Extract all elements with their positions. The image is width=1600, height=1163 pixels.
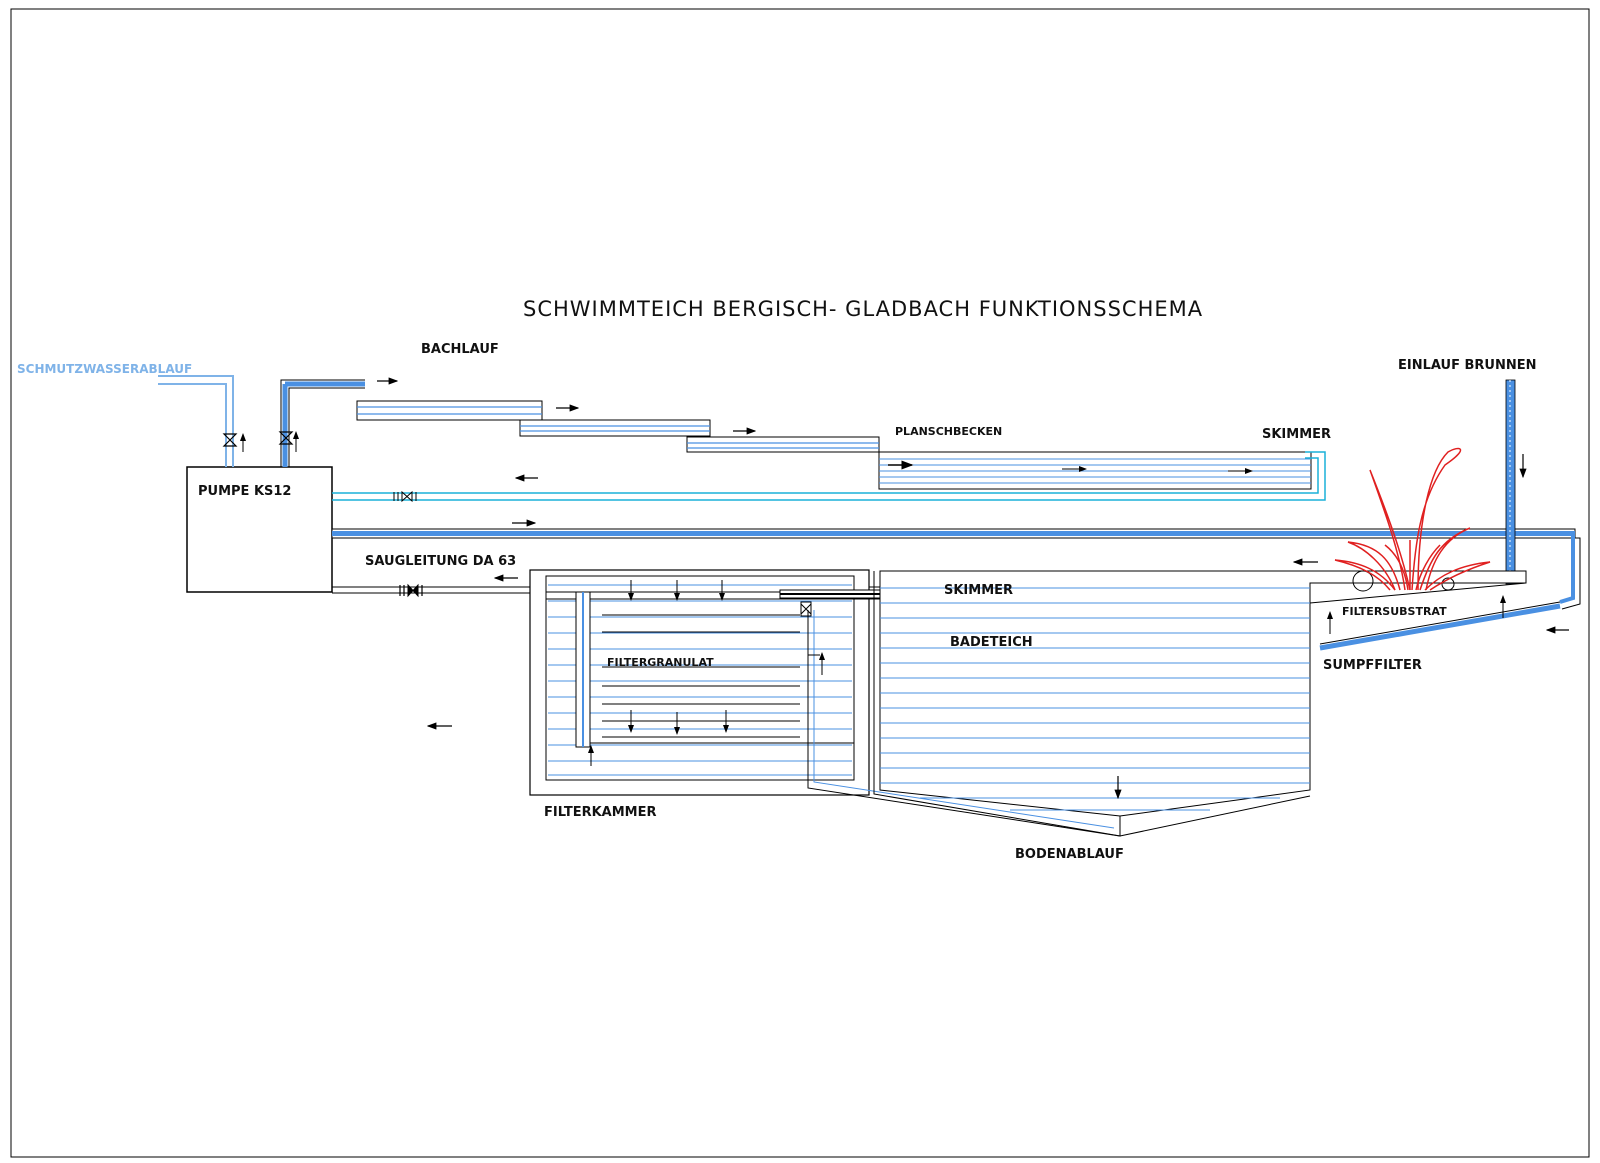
stream-step (356, 400, 543, 421)
valve-icon (278, 431, 299, 452)
stream-step (686, 436, 880, 453)
waste-water-pipe (158, 375, 234, 467)
filter-granulate-label: FILTERGRANULAT (607, 656, 714, 669)
valve-icon (222, 433, 246, 452)
pond-skimmer-label: SKIMMER (944, 583, 1013, 598)
pump-label: PUMPE KS12 (198, 484, 291, 499)
suction-line-label: SAUGLEITUNG DA 63 (365, 554, 516, 569)
marsh-feed-pipe (1561, 537, 1581, 610)
fountain-nozzle (1352, 570, 1374, 592)
filter-granulate-layers (590, 614, 854, 744)
stream-step (519, 419, 711, 437)
stream-label: BACHLAUF (421, 342, 499, 357)
flow-arrow (588, 580, 825, 766)
marsh-filter (1309, 582, 1561, 651)
well-inlet-label: EINLAUF BRUNNEN (1398, 358, 1537, 373)
valve-icon (800, 601, 812, 617)
filter-water-lines (548, 584, 852, 776)
drawing-border (10, 8, 1590, 1158)
filter-chamber-label: FILTERKAMMER (544, 805, 657, 820)
swimming-pond-label: BADETEICH (950, 635, 1033, 650)
pond-water-lines (880, 587, 1310, 811)
filter-substrate-label: FILTERSUBSTRAT (1342, 605, 1447, 618)
marsh-filter-label: SUMPFFILTER (1323, 658, 1422, 673)
skimmer-return-pipe (332, 451, 1326, 501)
paddling-pool-label: PLANSCHBECKEN (895, 425, 1002, 438)
fountain-nozzle (1441, 577, 1455, 591)
valve-icon (399, 583, 423, 598)
skimmer-top-label: SKIMMER (1262, 427, 1331, 442)
valve-icon (393, 490, 417, 503)
bottom-drain-label: BODENABLAUF (1015, 847, 1124, 862)
waste-water-label: SCHMUTZWASSERABLAUF (17, 362, 192, 376)
plant-icon (1334, 447, 1491, 591)
bottom-drain-pipe (807, 610, 1121, 837)
pump-box (186, 466, 333, 593)
stream-feed-pipe (280, 379, 365, 467)
diagram-title: SCHWIMMTEICH BERGISCH- GLADBACH FUNKTION… (523, 297, 1203, 321)
paddling-pool (878, 451, 1312, 490)
